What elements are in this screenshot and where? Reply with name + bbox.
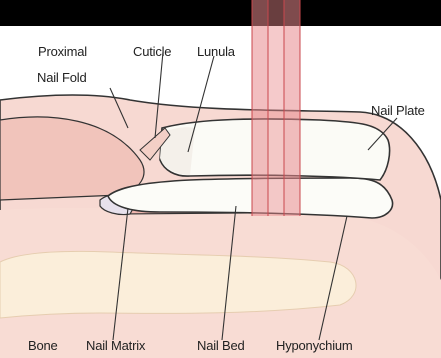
label-nail-fold: Nail Fold [37,70,87,85]
label-hyponychium: Hyponychium [276,338,353,353]
label-proximal: Proximal [38,44,87,59]
label-bone: Bone [28,338,58,353]
label-lunula: Lunula [197,44,235,59]
nail-plate-shape [108,178,393,218]
bone-shape [0,251,356,318]
label-cuticle: Cuticle [133,44,171,59]
top-bar [0,0,441,26]
label-nail-matrix: Nail Matrix [86,338,145,353]
light-beams [252,0,300,216]
label-nail-bed: Nail Bed [197,338,245,353]
label-nail-plate: Nail Plate [371,103,425,118]
